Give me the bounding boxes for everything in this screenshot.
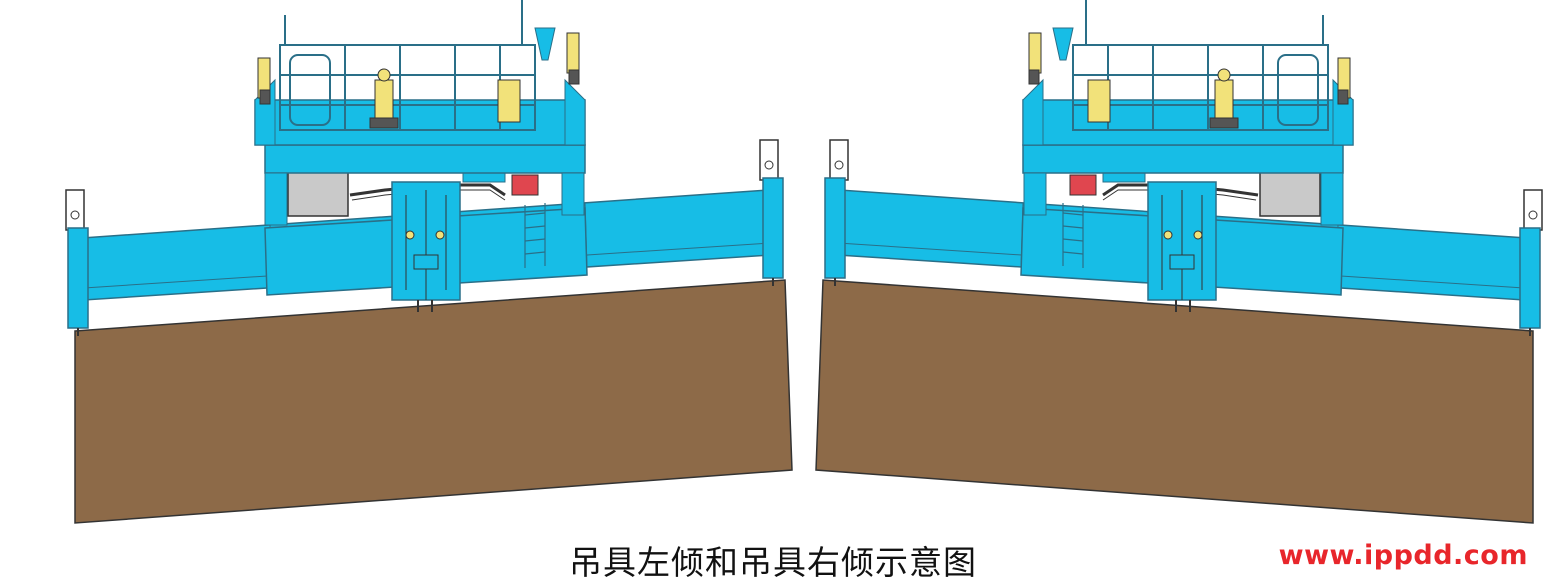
figure-caption: 吊具左倾和吊具右倾示意图 bbox=[569, 543, 977, 582]
spreader-tilted-left bbox=[64, 0, 794, 525]
spreader-tilt-diagram bbox=[64, 0, 1544, 525]
site-watermark: www.ippdd.com bbox=[1278, 540, 1528, 571]
spreader-tilted-right bbox=[814, 0, 1544, 525]
